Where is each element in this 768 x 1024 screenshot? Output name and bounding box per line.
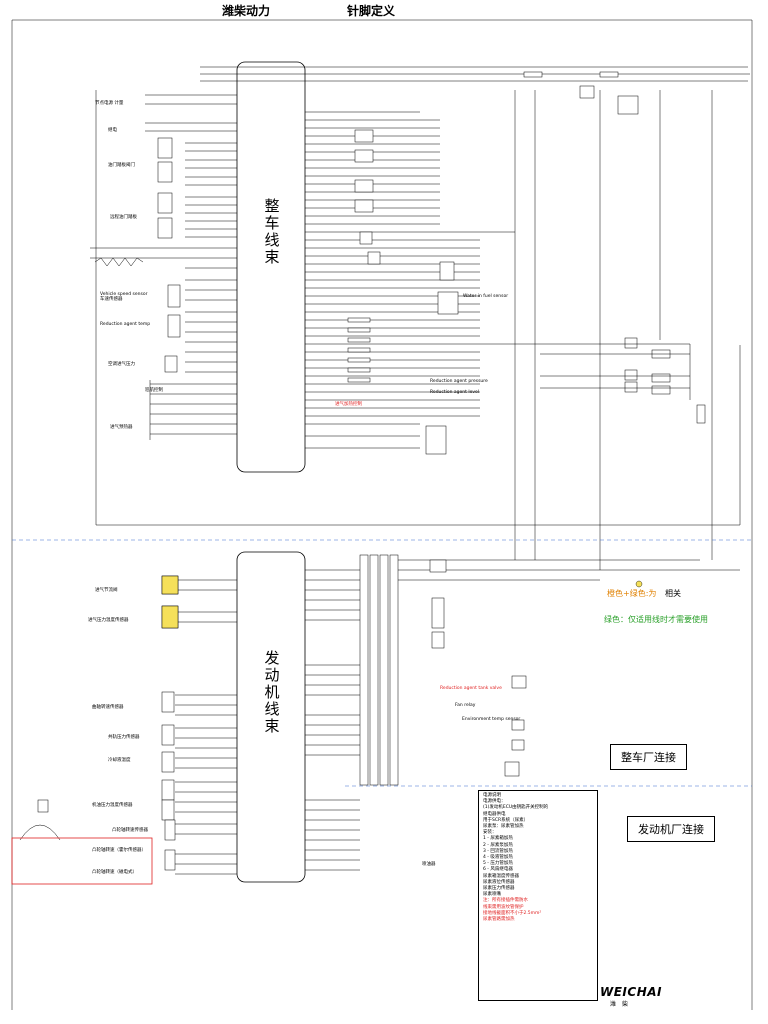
vehicle-harness-char: 线 [264, 231, 280, 249]
note-line: 用于SCR系统（尿素） [483, 817, 529, 823]
label-red-pressure: Reduction agent pressure [430, 379, 488, 384]
label-crank: 曲轴转速传感器 [92, 705, 124, 710]
label-intake-throttle: 进气节流阀 [95, 588, 118, 593]
label-red-valve: Reduction agent tank valve [440, 686, 502, 691]
label-vehicle-speed-en: Vehicle speed sensor [100, 292, 148, 297]
vehicle-harness-char: 束 [264, 248, 280, 266]
label-oil-pressure: 机油压力温度传感器 [92, 803, 133, 808]
note-line: 尿素液位传感器 [483, 879, 515, 885]
brand-logo-sub: 潍柴 [610, 1001, 635, 1008]
label-env-temp: Environment temp sensor [462, 717, 521, 722]
note-line: 尿素泵：尿素管加热 [483, 824, 524, 830]
vehicle-harness-char: 车 [264, 214, 280, 232]
note-line: 3 - 回流管加热 [483, 848, 513, 854]
legend-orange-suffix: 相关 [665, 589, 681, 598]
page-title: 针脚定义 [347, 4, 396, 18]
note-line: (1)发动机ECU由钥匙开关控制的 [483, 805, 549, 811]
label-intake-heater: 进气预热器 [110, 425, 133, 430]
brand-logo: WEICHAI [600, 985, 662, 999]
label-relay: 继电 [108, 128, 117, 133]
note-line: 尿素管路需加热 [483, 917, 515, 923]
label-box-b: 凸轮轴转速（磁电式） [92, 870, 137, 875]
note-line: 安装： [483, 830, 497, 836]
label-main-switch: 节点电源 计量 [95, 101, 124, 106]
label-ac-water: 空调进气压力 [108, 362, 135, 367]
engine-factory-label: 发动机厂连接 [627, 816, 715, 842]
note-line: 尿素压力传感器 [483, 886, 515, 892]
legend-green: 绿色：仅适用线时才需要使用 [604, 615, 708, 624]
vehicle-factory-label: 整车厂连接 [610, 744, 687, 770]
label-water-in-fuel: Water in fuel sensor [463, 294, 509, 299]
label-injector: 喷油器 [422, 862, 436, 867]
label-red-level: Reduction agent level [430, 390, 480, 395]
engine-harness-char: 动 [264, 666, 280, 684]
note-line: 尿素箱温度传感器 [483, 873, 519, 879]
label-cam: 凸轮轴转速传感器 [112, 828, 148, 833]
engine-harness-char: 发 [264, 649, 280, 667]
legend-orange: 橙色+绿色:为 [607, 589, 657, 598]
label-red-temp: Reduction agent temp [100, 322, 151, 327]
notes-panel: 电源说明电源供电：(1)发动机ECU由钥匙开关控制的继电器供电用于SCR系统（尿… [478, 790, 598, 1001]
label-accel2: 远程油门踏板 [110, 215, 137, 220]
label-accel1: 油门踏板阈门 [108, 163, 135, 168]
label-fan-relay: Fan relay [455, 703, 476, 708]
company-name: 潍柴动力 [222, 4, 271, 18]
note-line: 电源说明 [483, 793, 501, 798]
note-line: 5 - 压力管加热 [483, 861, 513, 867]
note-line: 电源供电： [483, 799, 506, 805]
label-pressure-heater: 进气加热控制 [335, 402, 362, 407]
label-intake-boost: 进气压力温度传感器 [88, 618, 129, 623]
note-line: 2 - 尿素泵加热 [483, 842, 513, 848]
label-water-temp: 冷却液温度 [108, 758, 131, 763]
label-rail-pressure: 共轨压力传感器 [108, 735, 140, 740]
label-box-a: 凸轮轴转速（霍尔传感器） [92, 848, 146, 853]
vehicle-harness-label: 整 车 线 束 [263, 198, 281, 266]
note-line: 6 - 风扇继电器 [483, 867, 513, 873]
engine-harness-label: 发 动 机 线 束 [263, 650, 281, 735]
note-line: 4 - 吸液管加热 [483, 855, 513, 861]
label-vehicle-speed: 车速传感器 [100, 297, 123, 302]
note-line: 尿素喷嘴 [483, 892, 501, 898]
engine-harness-char: 机 [264, 683, 280, 701]
engine-harness-char: 束 [264, 717, 280, 735]
note-line: 接地线截面积不小于2.5mm² [483, 910, 542, 916]
note-line: 线束需用波纹管保护 [483, 904, 524, 910]
vehicle-harness-char: 整 [264, 197, 280, 215]
note-line: 注：所有接插件需防水 [483, 898, 528, 904]
engine-harness-char: 线 [264, 700, 280, 718]
note-line: 继电器供电 [483, 811, 506, 817]
note-line: 1 - 尿素箱加热 [483, 836, 513, 842]
label-cruise: 巡航控制 [145, 388, 163, 393]
